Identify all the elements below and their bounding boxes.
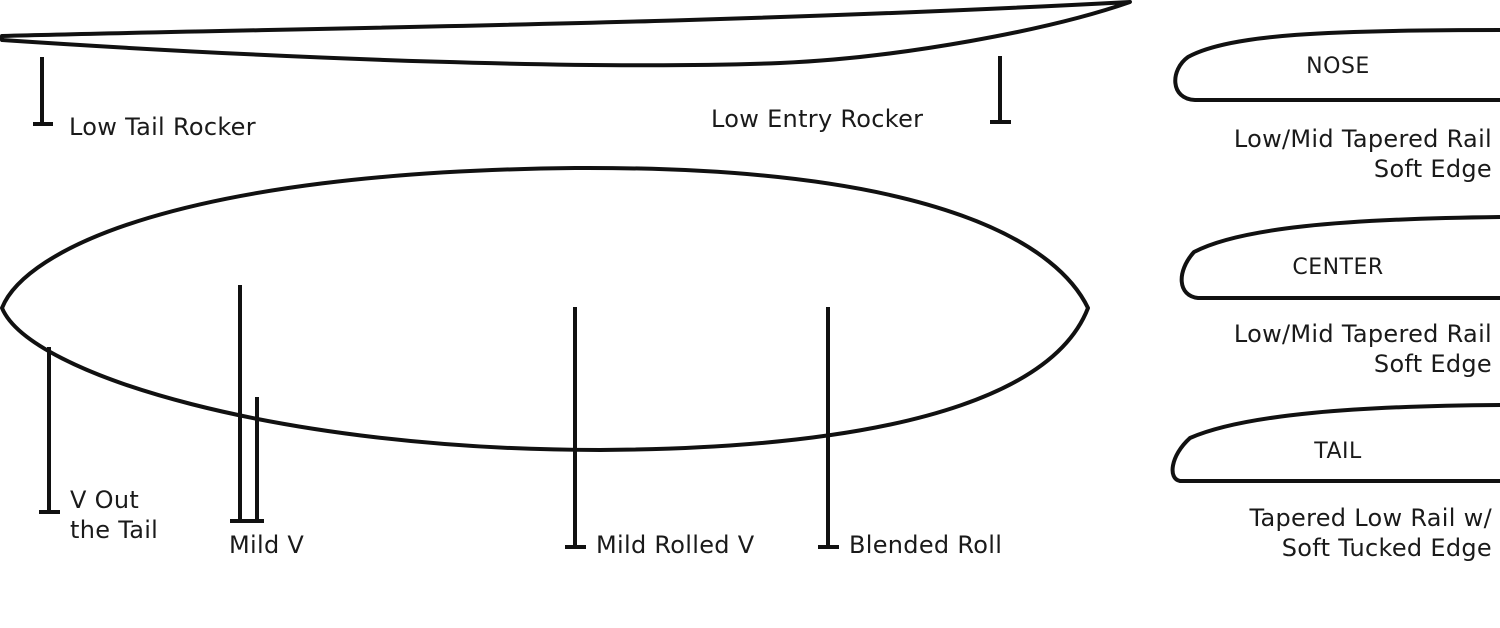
v-out-tail-label: V Out the Tail: [70, 485, 158, 545]
board-bottom-outline: [0, 165, 1090, 452]
center-rail-description: Low/Mid Tapered Rail Soft Edge: [1234, 319, 1492, 379]
nose-rail-line2: Soft Edge: [1373, 155, 1492, 183]
mild-v-label: Mild V: [229, 531, 305, 559]
tail-rail-line2: Soft Tucked Edge: [1281, 534, 1492, 562]
tail-rail-profile: [1170, 403, 1500, 483]
nose-rail-description: Low/Mid Tapered Rail Soft Edge: [1234, 124, 1492, 184]
nose-rail-line1: Low/Mid Tapered Rail: [1233, 125, 1492, 153]
v-out-tail-label-line2: the Tail: [70, 516, 159, 544]
center-rail-line2: Soft Edge: [1373, 350, 1492, 378]
v-out-tail-label-line1: V Out: [70, 486, 140, 514]
center-section-tag: CENTER: [1292, 255, 1384, 280]
mild-rolled-v-label: Mild Rolled V: [596, 531, 755, 559]
tail-rail-description: Tapered Low Rail w/ Soft Tucked Edge: [1250, 503, 1493, 563]
tail-section-tag: TAIL: [1314, 439, 1362, 464]
tail-rail-line1: Tapered Low Rail w/: [1249, 504, 1492, 532]
nose-section-tag: NOSE: [1306, 54, 1370, 79]
board-side-profile: [0, 0, 1132, 68]
center-rail-line1: Low/Mid Tapered Rail: [1233, 320, 1492, 348]
blended-roll-label: Blended Roll: [849, 531, 1003, 559]
center-rail-profile: [1179, 215, 1500, 300]
entry-rocker-label: Low Entry Rocker: [711, 105, 924, 133]
nose-rail-profile: [1173, 28, 1500, 102]
tail-rocker-label: Low Tail Rocker: [69, 113, 256, 141]
